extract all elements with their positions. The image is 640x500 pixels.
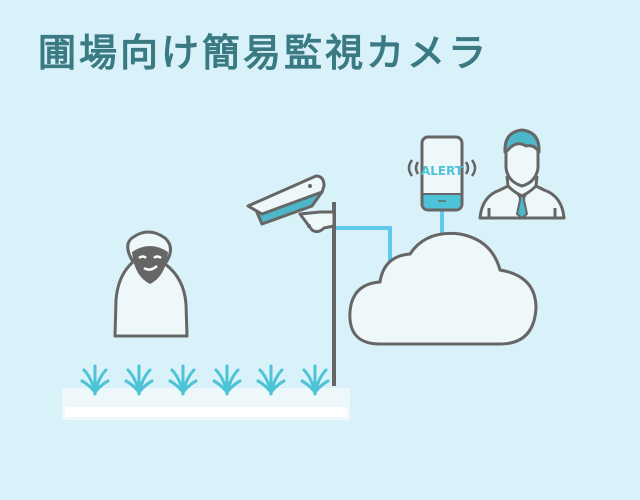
crop-plant-icon bbox=[80, 364, 110, 396]
vibration-icon bbox=[407, 159, 477, 177]
field-bed bbox=[62, 388, 350, 420]
smartphone-alert-icon: ALERT bbox=[407, 135, 477, 212]
crop-plants bbox=[80, 364, 330, 396]
page-title: 圃場向け簡易監視カメラ bbox=[38, 31, 490, 75]
intruder-icon bbox=[113, 230, 189, 338]
alert-text: ALERT bbox=[421, 164, 464, 178]
cloud-icon bbox=[348, 231, 538, 346]
user-businessman-icon bbox=[478, 128, 566, 220]
security-camera-icon bbox=[246, 174, 336, 234]
